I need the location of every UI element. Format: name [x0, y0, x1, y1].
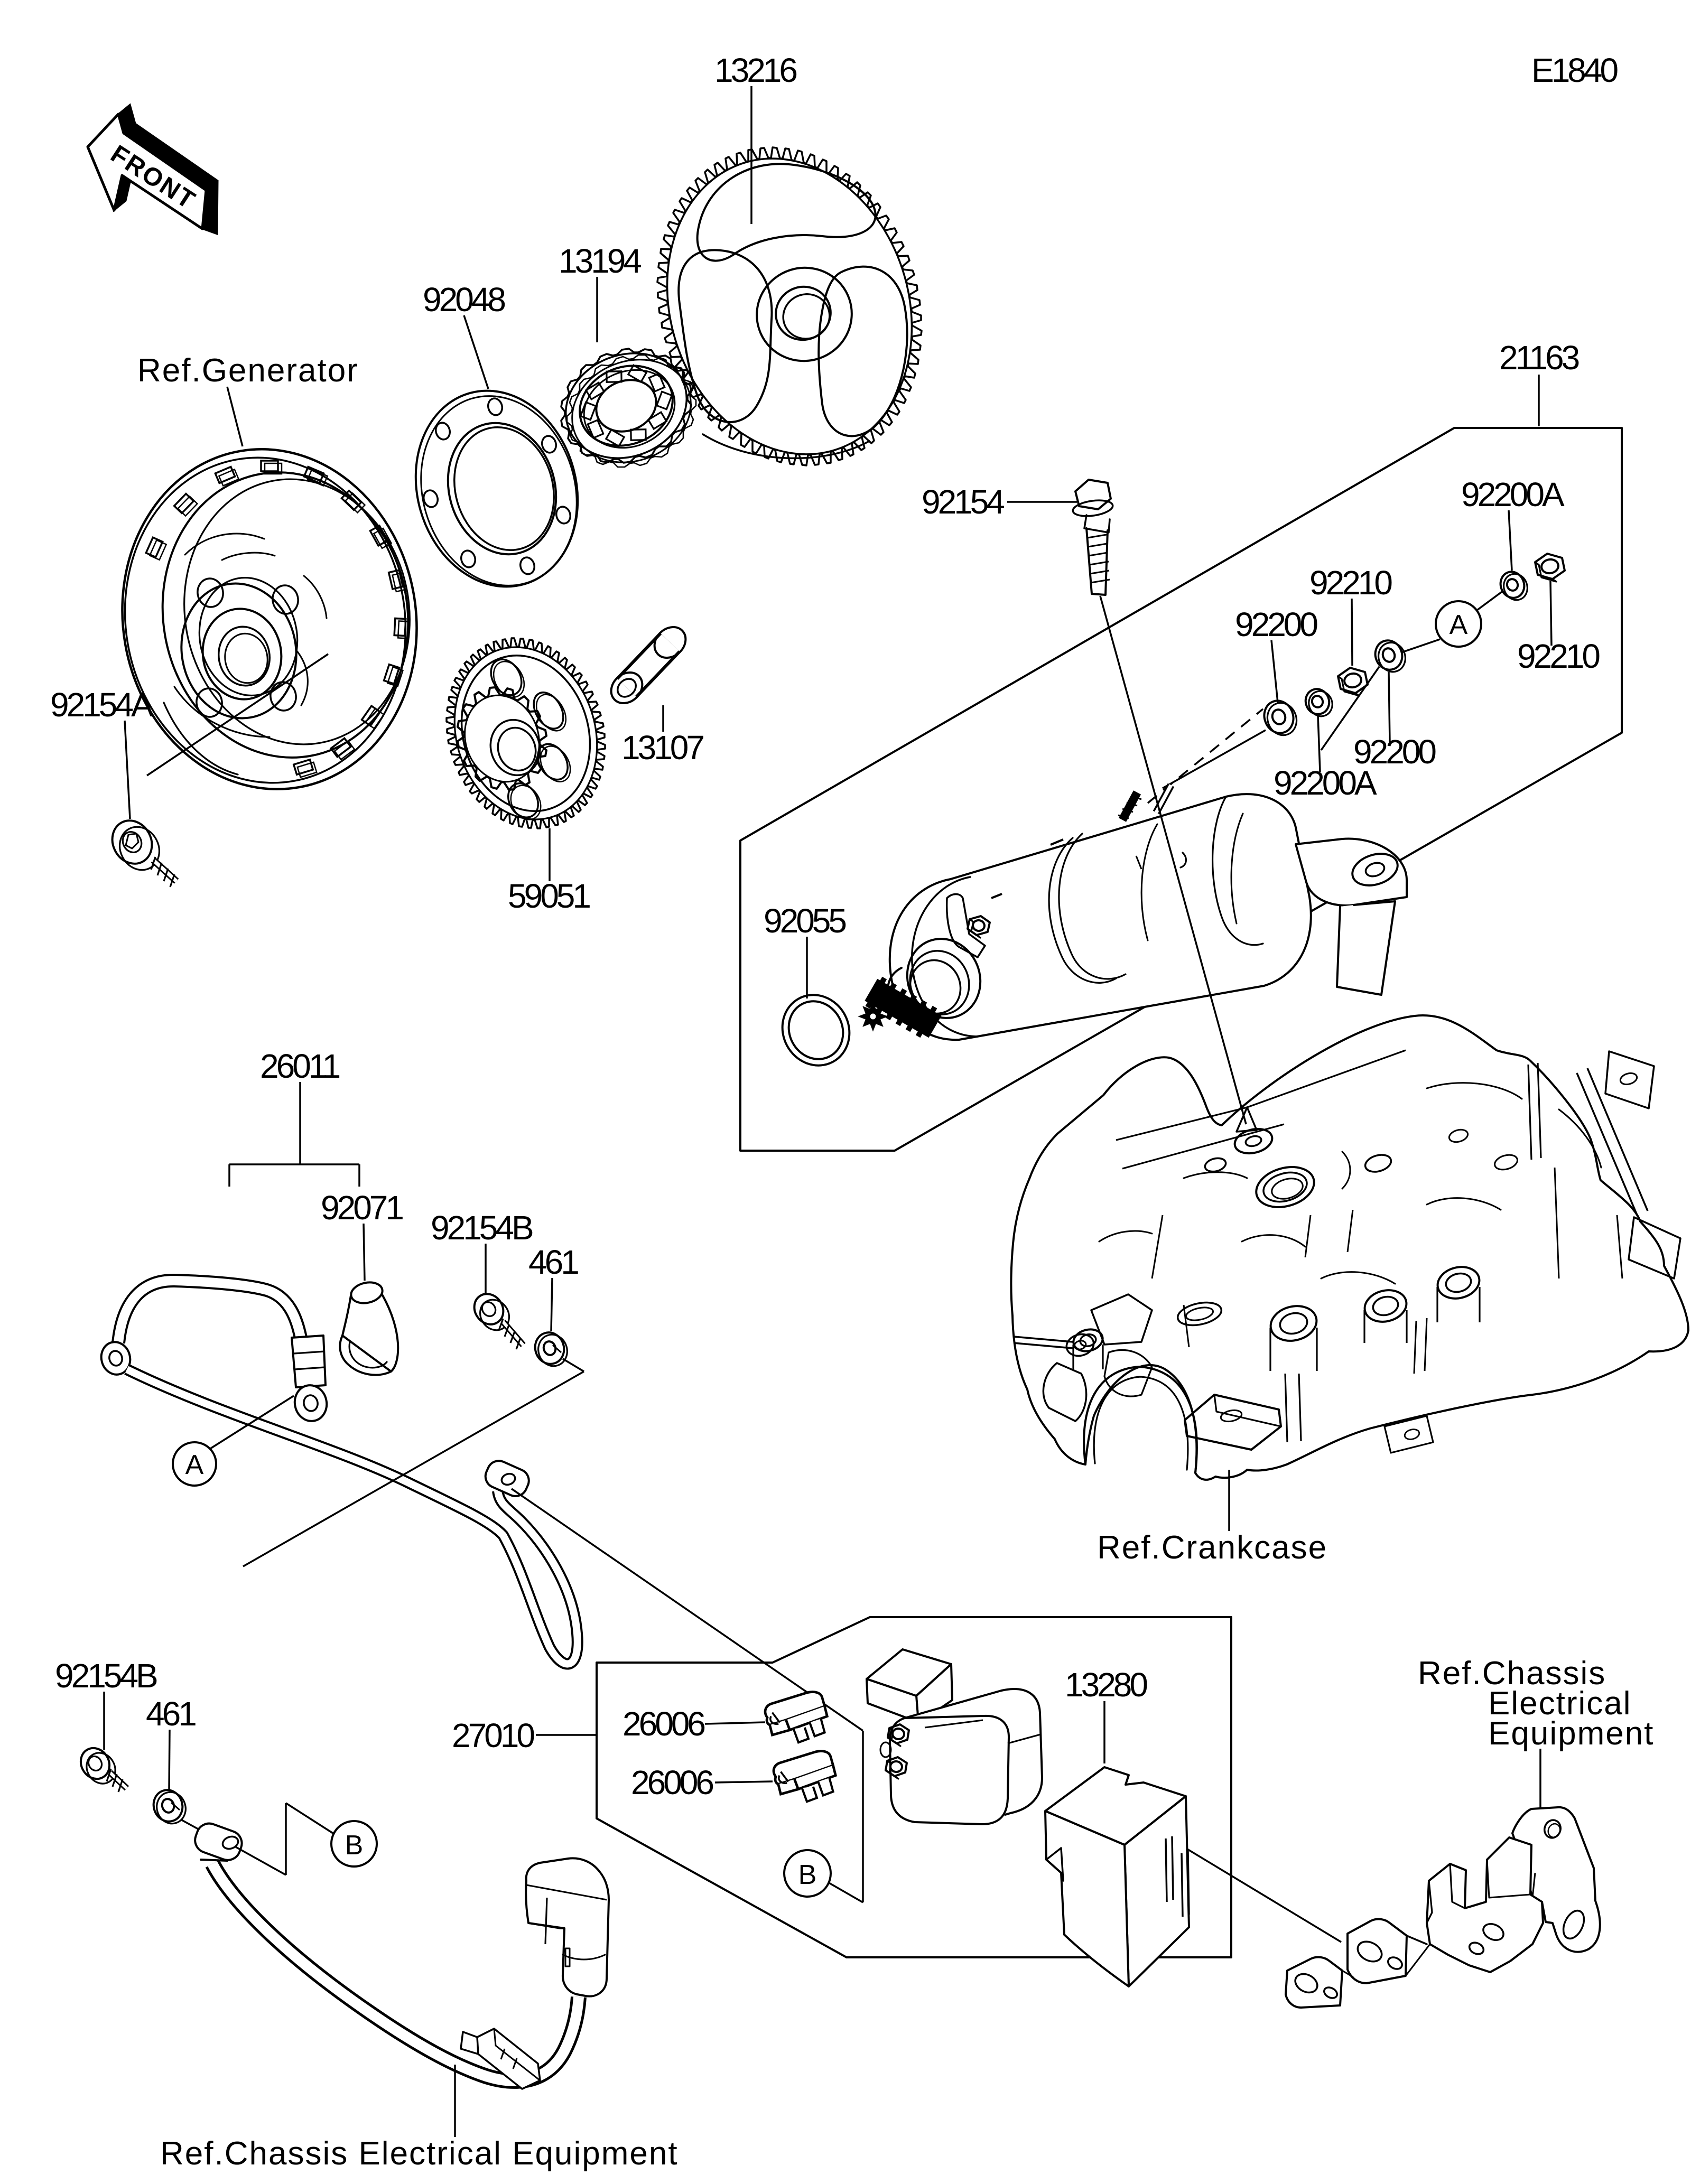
svg-text:26006: 26006 [622, 1705, 704, 1743]
svg-text:92200: 92200 [1235, 605, 1317, 643]
svg-text:92200A: 92200A [1461, 475, 1565, 514]
svg-text:92154B: 92154B [431, 1209, 533, 1247]
svg-text:92154: 92154 [922, 483, 1004, 521]
svg-text:92154A: 92154A [50, 686, 154, 724]
svg-text:Ref.Crankcase: Ref.Crankcase [1097, 1529, 1327, 1566]
svg-text:92071: 92071 [321, 1189, 403, 1227]
svg-text:E1840: E1840 [1531, 51, 1618, 89]
svg-text:B: B [798, 1860, 817, 1890]
svg-text:92210: 92210 [1517, 637, 1600, 675]
svg-text:92154B: 92154B [55, 1657, 157, 1695]
svg-text:26011: 26011 [260, 1047, 340, 1085]
svg-text:461: 461 [146, 1695, 196, 1733]
svg-text:27010: 27010 [452, 1716, 534, 1754]
svg-text:461: 461 [528, 1243, 578, 1281]
svg-text:13194: 13194 [559, 242, 641, 280]
svg-text:A: A [185, 1450, 204, 1480]
svg-text:B: B [345, 1830, 364, 1861]
svg-text:92200A: 92200A [1274, 764, 1377, 802]
svg-text:92055: 92055 [764, 902, 846, 940]
svg-text:A: A [1450, 610, 1468, 640]
svg-text:92048: 92048 [423, 281, 505, 319]
svg-text:Ref.Chassis: Ref.Chassis [1418, 1655, 1606, 1692]
svg-text:92210: 92210 [1309, 564, 1392, 602]
svg-text:92200: 92200 [1353, 733, 1436, 771]
svg-text:59051: 59051 [508, 877, 590, 915]
svg-text:Electrical: Electrical [1488, 1685, 1632, 1722]
svg-text:Ref.Chassis Electrical Equipme: Ref.Chassis Electrical Equipment [160, 2135, 679, 2172]
svg-text:13216: 13216 [714, 51, 796, 89]
svg-text:13280: 13280 [1065, 1666, 1147, 1704]
svg-text:Ref.Generator: Ref.Generator [137, 352, 359, 389]
svg-text:21163: 21163 [1499, 339, 1579, 377]
svg-text:Equipment: Equipment [1488, 1715, 1654, 1752]
svg-text:13107: 13107 [621, 729, 703, 767]
svg-text:26006: 26006 [631, 1763, 713, 1802]
